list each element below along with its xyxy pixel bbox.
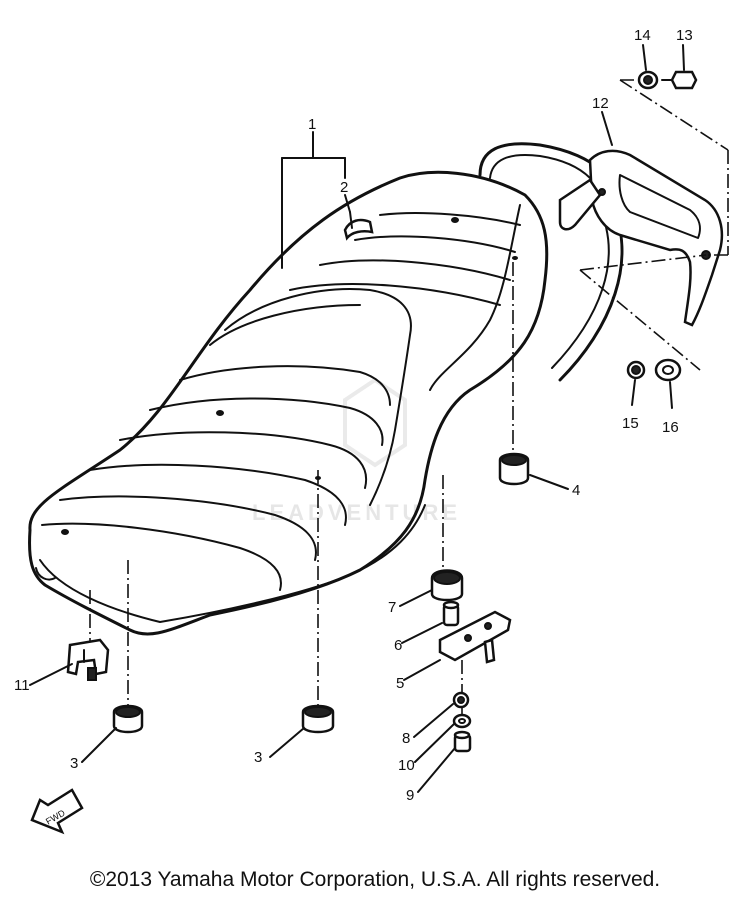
part-14-washer — [637, 70, 659, 90]
callout-16: 16 — [662, 419, 679, 436]
callout-1: 1 — [308, 116, 316, 133]
part-13-bolt — [661, 70, 698, 90]
callout-9: 9 — [406, 787, 414, 804]
watermark-text: LEADVENTURE — [252, 500, 461, 525]
copyright-notice: ©2013 Yamaha Motor Corporation, U.S.A. A… — [89, 868, 661, 891]
part-3-damper-center — [301, 704, 335, 734]
part-6-collar — [442, 600, 460, 627]
part-5-bracket — [438, 610, 512, 664]
watermark-logo: LEADVENTURE — [252, 377, 461, 525]
callout-7: 7 — [388, 599, 396, 616]
callout-10: 10 — [398, 757, 415, 774]
callout-leaders — [29, 44, 685, 793]
callout-1-bracket — [281, 131, 346, 269]
part-10-washer — [452, 713, 472, 729]
callout-13: 13 — [676, 27, 693, 44]
callout-11: 11 — [14, 677, 30, 694]
callout-15: 15 — [622, 415, 639, 432]
callout-12: 12 — [592, 95, 609, 112]
part-16-grommet — [654, 358, 682, 382]
part-4-damper — [498, 452, 530, 486]
part-8-washer — [452, 691, 470, 709]
callout-3-center: 3 — [254, 749, 262, 766]
callout-14: 14 — [634, 27, 651, 44]
part-3-damper-left — [112, 704, 144, 734]
part-9-nut — [453, 730, 472, 753]
seat-assembly — [28, 170, 549, 636]
callout-3-left: 3 — [70, 755, 78, 772]
callout-8: 8 — [402, 730, 410, 747]
callout-6: 6 — [394, 637, 402, 654]
rear-carrier-bracket — [558, 149, 724, 327]
part-7-damper — [430, 569, 464, 602]
hardware-parts — [66, 70, 698, 753]
callout-2: 2 — [340, 179, 348, 196]
callout-labels: 1 2 3 3 4 5 6 7 8 9 10 11 12 13 14 15 16 — [14, 27, 693, 804]
part-11-hook — [66, 638, 110, 681]
callout-5: 5 — [396, 675, 404, 692]
forward-direction-arrow: FWD — [30, 788, 84, 835]
part-15-washer — [626, 360, 646, 380]
callout-4: 4 — [572, 482, 580, 499]
